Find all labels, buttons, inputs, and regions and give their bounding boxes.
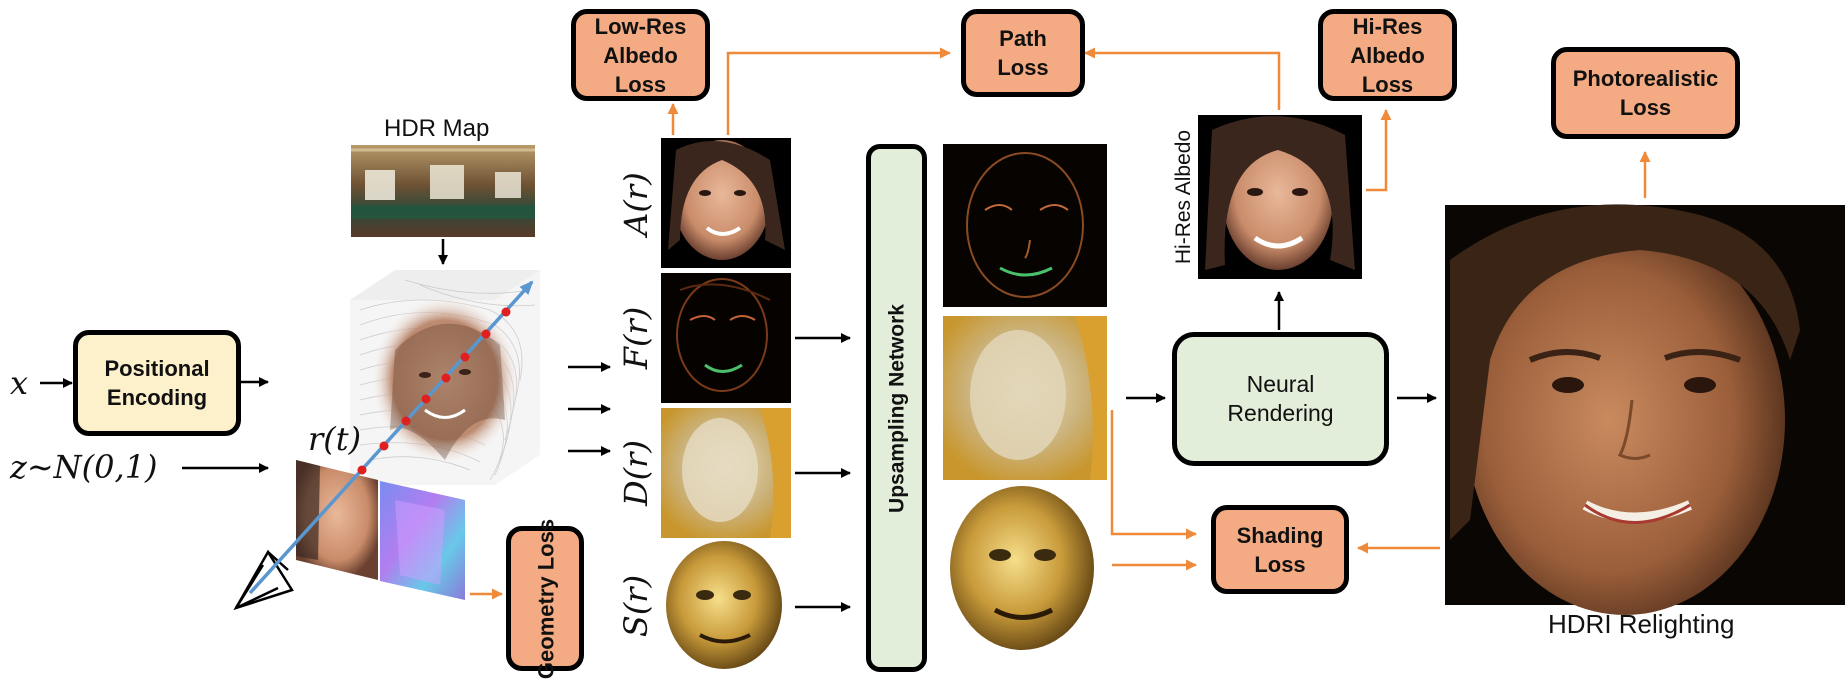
- diffuse-label: D(r): [617, 440, 655, 506]
- specular-image: [661, 541, 791, 669]
- x-input-label: x: [10, 364, 29, 402]
- albedo-label: A(r): [617, 172, 655, 236]
- ray-view-images: [296, 460, 465, 600]
- hi-res-albedo-label: Hi-Res Albedo: [1172, 129, 1195, 265]
- ray-label: r(t): [308, 420, 362, 458]
- shading-loss-label: Shading Loss: [1236, 522, 1324, 577]
- neural-rendering-box: Neural Rendering: [1172, 332, 1389, 466]
- hi-res-albedo-image: [1198, 115, 1362, 279]
- positional-encoding-box: Positional Encoding: [73, 330, 241, 436]
- hdr-map-image: [351, 145, 535, 237]
- upsampled-specular-image: [943, 486, 1107, 651]
- hdri-relighting-label: HDRI Relighting: [1548, 609, 1735, 639]
- photorealistic-loss-box: Photorealistic Loss: [1551, 47, 1740, 139]
- albedo-image: [661, 138, 791, 268]
- hdr-map-label: HDR Map: [384, 115, 490, 142]
- low-res-albedo-loss-label: Low-Res Albedo Loss: [594, 13, 687, 97]
- specular-label: S(r): [617, 574, 655, 638]
- upsampling-network-box: Upsampling Network: [866, 144, 927, 672]
- geometry-loss-label: Geometry Loss: [532, 518, 558, 679]
- feature-image: [661, 273, 791, 403]
- hi-res-albedo-loss-box: Hi-Res Albedo Loss: [1318, 9, 1457, 101]
- diffuse-image: [661, 408, 791, 538]
- neural-rendering-label: Neural Rendering: [1227, 371, 1334, 426]
- shading-loss-box: Shading Loss: [1211, 505, 1349, 594]
- path-loss-box: Path Loss: [961, 9, 1085, 97]
- upsampling-network-label: Upsampling Network: [885, 303, 908, 513]
- photorealistic-loss-label: Photorealistic Loss: [1572, 66, 1719, 120]
- low-res-albedo-loss-box: Low-Res Albedo Loss: [571, 9, 710, 101]
- features-label: F(r): [617, 306, 655, 370]
- hi-res-albedo-loss-label: Hi-Res Albedo Loss: [1350, 13, 1425, 97]
- ray-sample-points: [357, 307, 511, 475]
- upsampled-diffuse-image: [943, 316, 1107, 480]
- geometry-loss-box: Geometry Loss: [506, 518, 584, 679]
- positional-encoding-label: Positional Encoding: [104, 356, 210, 410]
- hdri-relit-face-image: [1445, 204, 1845, 615]
- camera-icon: [233, 549, 294, 611]
- z-input-label: z∼N(0,1): [10, 448, 158, 486]
- upsampled-feature-image: [943, 144, 1107, 307]
- path-loss-label: Path Loss: [997, 26, 1049, 80]
